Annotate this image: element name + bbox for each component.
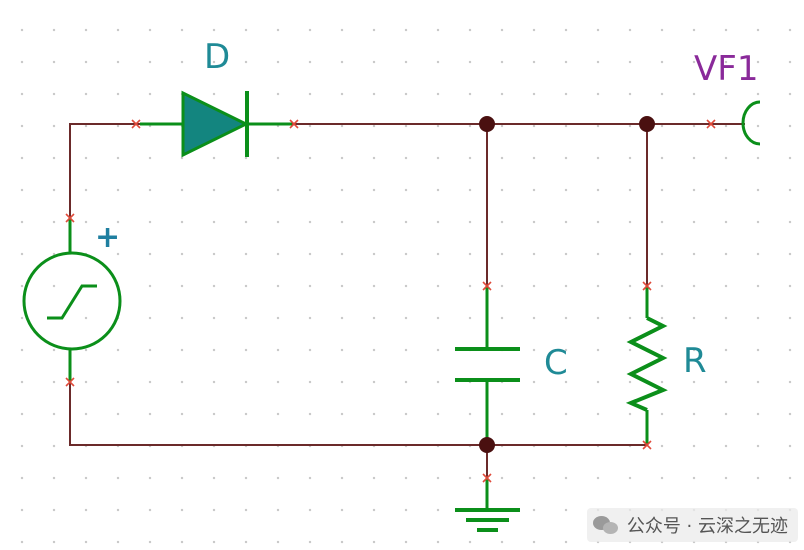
pin-marker	[706, 119, 716, 129]
pin-marker	[482, 281, 492, 291]
junction-node	[639, 116, 655, 132]
diode-label: D	[204, 37, 230, 77]
source-polarity-label: +	[95, 220, 120, 255]
wire-source-to-diode	[69, 123, 183, 218]
junction-node	[479, 116, 495, 132]
resistor-label: R	[683, 341, 707, 381]
diode-triangle-icon	[181, 90, 250, 158]
ground-symbol[interactable]	[455, 478, 520, 532]
voltage-probe[interactable]: VF1	[694, 49, 761, 146]
pin-marker	[65, 213, 75, 223]
step-waveform-icon	[47, 284, 97, 320]
resistor[interactable]: R	[625, 286, 707, 445]
wires	[69, 123, 745, 478]
resistor-zigzag-icon	[625, 316, 668, 412]
pin-marker	[482, 473, 492, 483]
voltage-source[interactable]: +	[22, 218, 122, 382]
pin-marker	[289, 119, 299, 129]
pin-marker	[642, 281, 652, 291]
watermark-text: 公众号 · 云深之无迹	[626, 516, 788, 537]
diode[interactable]: D	[140, 37, 292, 158]
source-circle	[22, 251, 122, 351]
pin-marker	[65, 377, 75, 387]
probe-terminal-icon	[741, 100, 761, 146]
wire-bottom-rail	[69, 382, 647, 446]
capacitor-label: C	[544, 343, 568, 383]
capacitor[interactable]: C	[455, 286, 568, 445]
probe-label: VF1	[694, 49, 758, 89]
pin-marker	[131, 119, 141, 129]
junction-nodes	[479, 116, 655, 453]
pin-marker	[642, 440, 652, 450]
pin-markers	[65, 119, 716, 483]
wechat-icon	[592, 514, 619, 536]
watermark: 公众号 · 云深之无迹	[586, 508, 798, 542]
junction-node	[479, 437, 495, 453]
